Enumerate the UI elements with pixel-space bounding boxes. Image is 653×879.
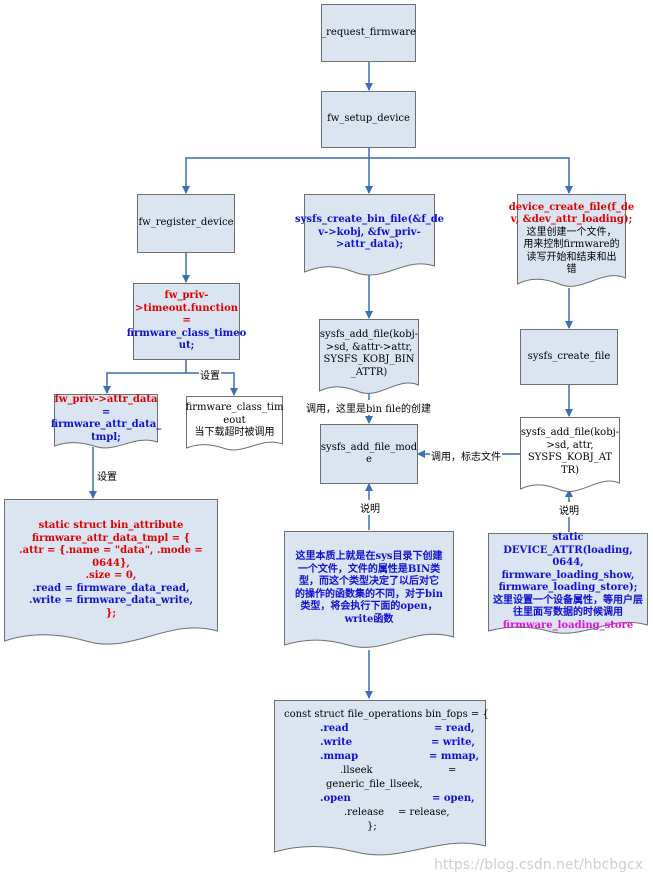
device-attr-line-1: static DEVICE_ATTR(loading, bbox=[503, 532, 633, 556]
attr-data-line-3: tmpl; bbox=[91, 431, 121, 443]
fops-llseek-cont: generic_file_llseek, bbox=[326, 779, 423, 790]
fops-header: const struct file_operations bin_fops = … bbox=[284, 709, 489, 720]
fops-read-value: = read, bbox=[434, 723, 475, 734]
timeout-line-1: fw_priv- bbox=[164, 290, 209, 302]
attr-data-line-1: fw_priv->attr_data bbox=[54, 394, 158, 405]
label-call-bin: 调用，这里是bin file的创建 bbox=[305, 400, 433, 415]
add-file-attr-line-1: sysfs_add_file(kobj- bbox=[520, 427, 620, 438]
device-create-line-3: 这里创建一个文件， bbox=[526, 226, 617, 238]
sys-explain-line-1: 这里本质上就是在sys目录下创建 bbox=[295, 551, 443, 562]
sys-explain-line-2: 一个文件，文件的属性是BIN类 bbox=[297, 563, 441, 575]
class-timeout-line-3: 当下载超时被调用 bbox=[194, 427, 275, 439]
add-file-bin-line-1: sysfs_add_file(kobj- bbox=[319, 329, 419, 340]
label-explain-right: 说明 bbox=[558, 502, 580, 517]
node-fw-setup-device-label: fw_setup_device bbox=[327, 113, 410, 125]
add-file-attr-line-4: TR) bbox=[560, 464, 580, 476]
node-sysfs-create-file-label: sysfs_create_file bbox=[527, 350, 611, 362]
device-create-line-4: 用来控制firmware的 bbox=[523, 239, 620, 250]
bin-attr-line-3: .attr = {.name = "data", .mode = bbox=[19, 545, 203, 556]
node-request-firmware: _request_firmware bbox=[321, 4, 416, 62]
device-create-line-1: device_create_file(f_de bbox=[508, 201, 635, 213]
arrow-timeout-to-attr-data bbox=[103, 360, 187, 394]
node-sys-explain: 这里本质上就是在sys目录下创建 一个文件，文件的属性是BIN类 型，而这个类型… bbox=[284, 531, 454, 652]
device-create-line-6: 错 bbox=[566, 264, 577, 275]
label-set-attr: 设置 bbox=[96, 468, 118, 483]
node-device-create-file: device_create_file(f_de v, &dev_attr_loa… bbox=[509, 194, 634, 290]
device-attr-line-2: 0644, firmware_loading_show, bbox=[501, 557, 635, 581]
device-create-line-5: 读写开始和结束和出 bbox=[526, 251, 617, 263]
add-file-bin-line-4: _ATTR) bbox=[350, 366, 388, 378]
timeout-line-4: ut; bbox=[178, 340, 195, 352]
fops-read-key: .read bbox=[320, 723, 349, 734]
sys-explain-line-6: write函数 bbox=[344, 613, 394, 625]
label-call-flag: 调用，标志文件 bbox=[430, 448, 502, 463]
bin-attr-line-4: 0644}, bbox=[92, 557, 130, 569]
bin-attr-line-8: }; bbox=[105, 607, 117, 619]
sys-explain-line-3: 型，而这个类型决定了以后对它 bbox=[299, 576, 439, 587]
fops-release-value: = release, bbox=[398, 807, 450, 818]
timeout-line-3: firmware_class_timeo bbox=[126, 327, 247, 339]
node-bin-attribute: static struct bin_attribute firmware_att… bbox=[4, 499, 218, 647]
label-explain-left: 说明 bbox=[359, 500, 381, 515]
add-file-attr-line-2: >sd, attr, bbox=[546, 439, 594, 451]
add-file-mode-line-1: sysfs_add_file_mod bbox=[320, 441, 418, 453]
node-attr-data: fw_priv->attr_data = firmware_attr_data_… bbox=[50, 394, 162, 450]
arrow-setup-to-device-create bbox=[369, 157, 573, 194]
device-attr-line-3: firmware_loading_store); bbox=[498, 582, 638, 593]
fops-release-key: .release bbox=[344, 807, 385, 818]
class-timeout-line-2: eout bbox=[223, 414, 246, 426]
node-device-attr: static DEVICE_ATTR(loading, 0644, firmwa… bbox=[488, 532, 648, 637]
device-create-line-2: v, &dev_attr_loading); bbox=[510, 214, 633, 225]
node-sysfs-create-file: sysfs_create_file bbox=[520, 329, 618, 385]
bin-attr-line-2: firmware_attr_data_tmpl = { bbox=[31, 532, 191, 544]
fops-write-value: = write, bbox=[431, 737, 475, 748]
add-file-bin-line-3: SYSFS_KOBJ_BIN bbox=[323, 354, 415, 365]
device-attr-line-4: 这里设置一个设备属性，等用户层 bbox=[493, 594, 643, 606]
node-request-firmware-label: _request_firmware bbox=[321, 26, 416, 38]
fops-end: }; bbox=[367, 821, 377, 832]
timeout-line-2: >timeout.function = bbox=[134, 302, 239, 327]
fops-llseek-key: .llseek bbox=[340, 765, 373, 776]
node-fw-setup-device: fw_setup_device bbox=[321, 91, 416, 148]
arrow-setup-branches bbox=[182, 148, 370, 194]
class-timeout-line-1: firmware_class_tim bbox=[185, 402, 284, 414]
fops-mmap-key: .mmap bbox=[320, 751, 359, 762]
node-class-timeout: firmware_class_tim eout 当下载超时被调用 bbox=[186, 396, 283, 452]
bin-file-line-2: v->kobj, &fw_priv- bbox=[318, 226, 421, 238]
fops-llseek-value: = bbox=[448, 765, 457, 776]
bin-attr-line-1: static struct bin_attribute bbox=[38, 520, 184, 531]
bin-attr-line-6: .read = firmware_data_read, bbox=[32, 582, 190, 594]
device-attr-line-6: firmware_loading_store bbox=[502, 619, 634, 631]
watermark: https://blog.csdn.net/hbcbgcx bbox=[434, 857, 643, 873]
node-timeout-function: fw_priv- >timeout.function = firmware_cl… bbox=[127, 283, 246, 360]
attr-data-line-2: = firmware_attr_data_ bbox=[50, 406, 162, 431]
fops-write-key: .write bbox=[320, 737, 353, 748]
fops-open-value: = open, bbox=[432, 793, 475, 804]
add-file-mode-line-2: e bbox=[366, 454, 372, 465]
bin-attr-line-7: .write = firmware_data_write, bbox=[28, 595, 193, 606]
node-sysfs-add-file-bin: sysfs_add_file(kobj- >sd, &attr->attr, S… bbox=[319, 319, 419, 395]
bin-attr-line-5: .size = 0, bbox=[85, 570, 137, 581]
bin-file-line-1: sysfs_create_bin_file(&f_de bbox=[294, 214, 445, 226]
node-bin-fops: const struct file_operations bin_fops = … bbox=[274, 700, 489, 860]
fops-open-key: .open bbox=[320, 793, 351, 804]
sys-explain-line-5: 类型，将会执行下面的open， bbox=[300, 601, 438, 612]
add-file-attr-line-3: SYSFS_KOBJ_AT bbox=[527, 452, 613, 463]
device-attr-line-5: 往里面写数据的时候调用 bbox=[513, 607, 623, 618]
fops-mmap-value: = mmap, bbox=[429, 751, 479, 762]
node-fw-register-device-label: fw_register_device bbox=[138, 217, 234, 229]
node-sysfs-add-file-attr: sysfs_add_file(kobj- >sd, attr, SYSFS_KO… bbox=[520, 417, 620, 493]
node-sysfs-add-file-mode: sysfs_add_file_mod e bbox=[320, 424, 418, 484]
add-file-bin-line-2: >sd, &attr->attr, bbox=[325, 341, 413, 353]
node-fw-register-device: fw_register_device bbox=[137, 194, 235, 253]
sys-explain-line-4: 的操作的函数集的不同，对于bin bbox=[294, 588, 444, 600]
bin-file-line-3: >attr_data); bbox=[335, 239, 404, 251]
node-sysfs-create-bin-file: sysfs_create_bin_file(&f_de v->kobj, &fw… bbox=[295, 194, 444, 278]
label-set-timeout: 设置 bbox=[199, 367, 221, 382]
